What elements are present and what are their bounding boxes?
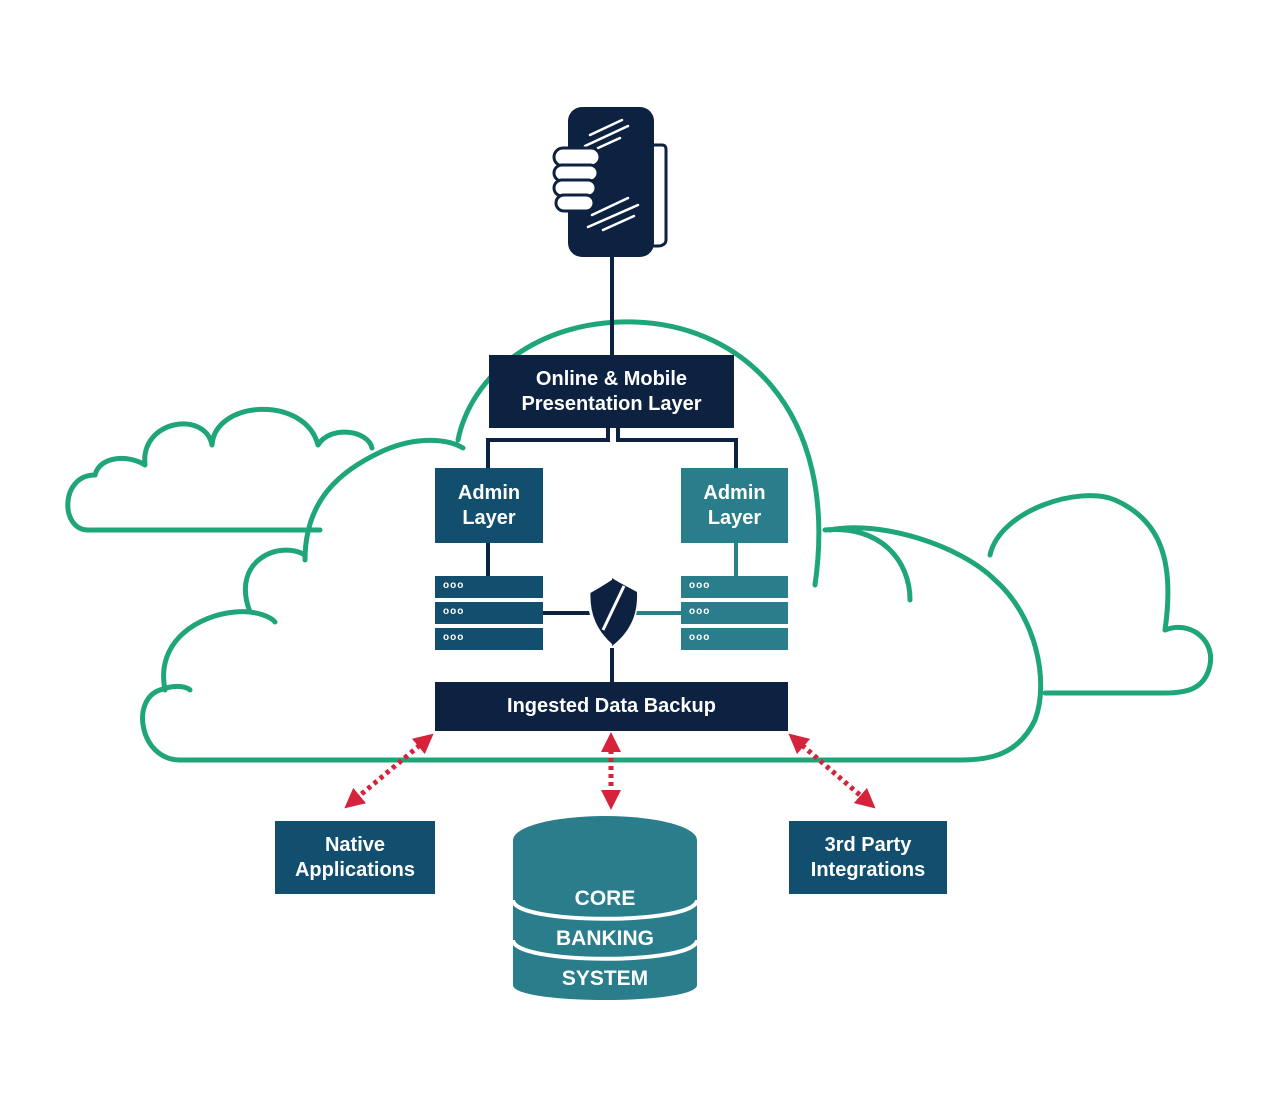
- arrow-third-party: [788, 733, 876, 809]
- connector-lines: [486, 428, 738, 576]
- ingested-data-backup-label: Ingested Data Backup: [507, 695, 716, 717]
- server-indicator: ooo: [689, 606, 711, 617]
- admin-layer-left-label: Admin Layer: [457, 481, 521, 529]
- server-indicator: ooo: [443, 632, 465, 643]
- core-banking-label-line3: SYSTEM: [561, 967, 649, 990]
- arrow-native-apps: [344, 733, 434, 809]
- phone-in-hand-icon: [552, 107, 668, 355]
- cloud-right-small: [987, 493, 1214, 696]
- server-rack-left: [435, 576, 543, 650]
- cloud-main: [140, 319, 1044, 763]
- native-applications-box: Native Applications: [275, 821, 435, 894]
- ingested-data-backup-box: Ingested Data Backup: [435, 682, 788, 731]
- third-party-integrations-label: 3rd Party Integrations: [810, 833, 926, 881]
- native-applications-label: Native Applications: [294, 833, 415, 881]
- admin-layer-right-box: Admin Layer: [681, 468, 788, 543]
- server-rack-right: [681, 576, 788, 650]
- server-indicator: ooo: [443, 580, 465, 591]
- presentation-layer-box: Online & Mobile Presentation Layer: [489, 355, 734, 428]
- shield-icon: [587, 576, 639, 648]
- data-flow-arrows: [344, 732, 876, 810]
- server-indicator: ooo: [443, 606, 465, 617]
- core-banking-label-line1: CORE: [574, 887, 636, 910]
- core-banking-label-line2: BANKING: [556, 927, 654, 950]
- cloud-left-small: [65, 406, 375, 533]
- presentation-layer-label: Online & Mobile Presentation Layer: [521, 367, 702, 415]
- admin-layer-left-box: Admin Layer: [435, 468, 543, 543]
- admin-layer-right-label: Admin Layer: [703, 481, 766, 529]
- third-party-integrations-box: 3rd Party Integrations: [789, 821, 947, 894]
- server-indicator: ooo: [689, 580, 711, 591]
- server-indicator: ooo: [689, 632, 711, 643]
- database-icon: [511, 816, 699, 1000]
